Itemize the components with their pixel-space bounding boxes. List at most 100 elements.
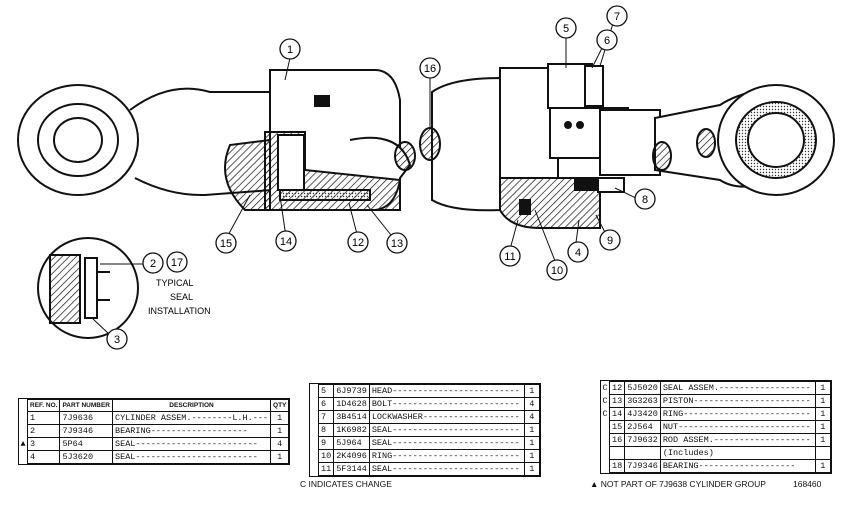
callout-10: 10 xyxy=(546,259,568,281)
ref-no-cell: 14 xyxy=(608,407,626,421)
qty-cell: 1 xyxy=(814,420,831,434)
qty-cell: 1 xyxy=(523,436,540,450)
part-number-cell: 7J9636 xyxy=(59,411,113,425)
part-number-header: PART NUMBER xyxy=(59,399,113,412)
callout-14: 14 xyxy=(275,230,297,252)
description-cell: HEAD------------------------- xyxy=(368,384,525,398)
callout-17: 17 xyxy=(166,251,188,273)
callout-number: 6 xyxy=(604,35,610,47)
description-cell: SEAL ASSEM.------------------ xyxy=(659,381,816,395)
ref-no-cell: 13 xyxy=(608,394,626,408)
ref-no-cell: 15 xyxy=(608,420,626,434)
change-mark: ▲ xyxy=(20,439,26,449)
callout-circle xyxy=(215,232,237,254)
callout-1: 1 xyxy=(279,38,301,60)
drawing-number: 168460 xyxy=(793,479,822,489)
right-rod-end-eye xyxy=(654,84,835,196)
qty-cell: 4 xyxy=(523,397,540,411)
qty-cell: 1 xyxy=(523,423,540,437)
callout-number: 8 xyxy=(642,194,648,206)
ref-no-cell: 7 xyxy=(317,410,335,424)
qty-cell xyxy=(814,446,831,460)
callout-9: 9 xyxy=(599,229,621,251)
change-mark xyxy=(601,447,610,460)
ref-no-cell: 4 xyxy=(26,450,61,464)
qty-cell: 4 xyxy=(270,437,290,451)
seal-label-line-2: SEAL xyxy=(170,292,193,302)
qty-cell: 1 xyxy=(270,450,290,464)
callout-8: 8 xyxy=(634,188,656,210)
callout-number: 17 xyxy=(171,257,183,269)
change-mark xyxy=(310,398,319,411)
qty-cell: 1 xyxy=(814,381,831,395)
callout-number: 15 xyxy=(220,238,232,250)
change-note: C INDICATES CHANGE xyxy=(300,479,392,489)
change-mark xyxy=(310,463,319,476)
part-number-cell xyxy=(624,446,661,460)
head-end-assembly xyxy=(431,63,661,229)
callout-circle xyxy=(142,252,164,274)
callout-12: 12 xyxy=(347,231,369,253)
callout-circle xyxy=(555,17,577,39)
left-rod-end-eye xyxy=(17,84,273,197)
description-cell: SEAL------------------------ xyxy=(111,450,272,464)
callout-circle xyxy=(275,230,297,252)
ref-no-cell: 8 xyxy=(317,423,335,437)
part-number-cell: 1D4628 xyxy=(333,397,370,411)
callout-circle xyxy=(567,241,589,263)
description-cell: ROD ASSEM.------------------- xyxy=(659,433,816,447)
callout-number: 1 xyxy=(287,44,293,56)
ref-no-cell: 5 xyxy=(317,384,335,398)
callout-circle xyxy=(499,245,521,267)
part-number-cell: 4J3420 xyxy=(624,407,661,421)
callout-15: 15 xyxy=(215,232,237,254)
callout-circle xyxy=(166,251,188,273)
ref-no-cell: 6 xyxy=(317,397,335,411)
description-cell: SEAL------------------------- xyxy=(368,436,525,450)
change-mark xyxy=(310,437,319,450)
callout-number: 5 xyxy=(563,23,569,35)
change-mark: C xyxy=(602,396,608,406)
description-cell: (Includes) xyxy=(659,446,816,460)
callout-11: 11 xyxy=(499,245,521,267)
part-number-cell: 1K6982 xyxy=(333,423,370,437)
ref-no-cell: 3 xyxy=(26,437,61,451)
seal-label-line-3: INSTALLATION xyxy=(148,306,211,316)
description-cell: CYLINDER ASSEM.--------L.H.--- xyxy=(111,411,272,425)
ref-no-cell: 2 xyxy=(26,424,61,438)
seal-label-line-1: TYPICAL xyxy=(156,278,194,288)
part-number-cell: 7J9346 xyxy=(59,424,113,438)
part-number-cell: 2J564 xyxy=(624,420,661,434)
callout-circle xyxy=(347,231,369,253)
piston-rod-stubs xyxy=(394,127,716,171)
callout-number: 9 xyxy=(607,235,613,247)
cylinder-barrel xyxy=(224,69,412,211)
callout-circle xyxy=(419,57,441,79)
description-cell: SEAL------------------------ xyxy=(111,437,272,451)
callout-5: 5 xyxy=(555,17,577,39)
qty-cell: 1 xyxy=(523,384,540,398)
part-number-cell: 5P64 xyxy=(59,437,113,451)
callout-circle xyxy=(606,5,628,27)
description-cell: BEARING------------------- xyxy=(659,459,816,473)
ref-no-cell: 10 xyxy=(317,449,335,463)
ref-no-header: REF. NO. xyxy=(26,399,61,412)
qty-cell: 4 xyxy=(523,410,540,424)
